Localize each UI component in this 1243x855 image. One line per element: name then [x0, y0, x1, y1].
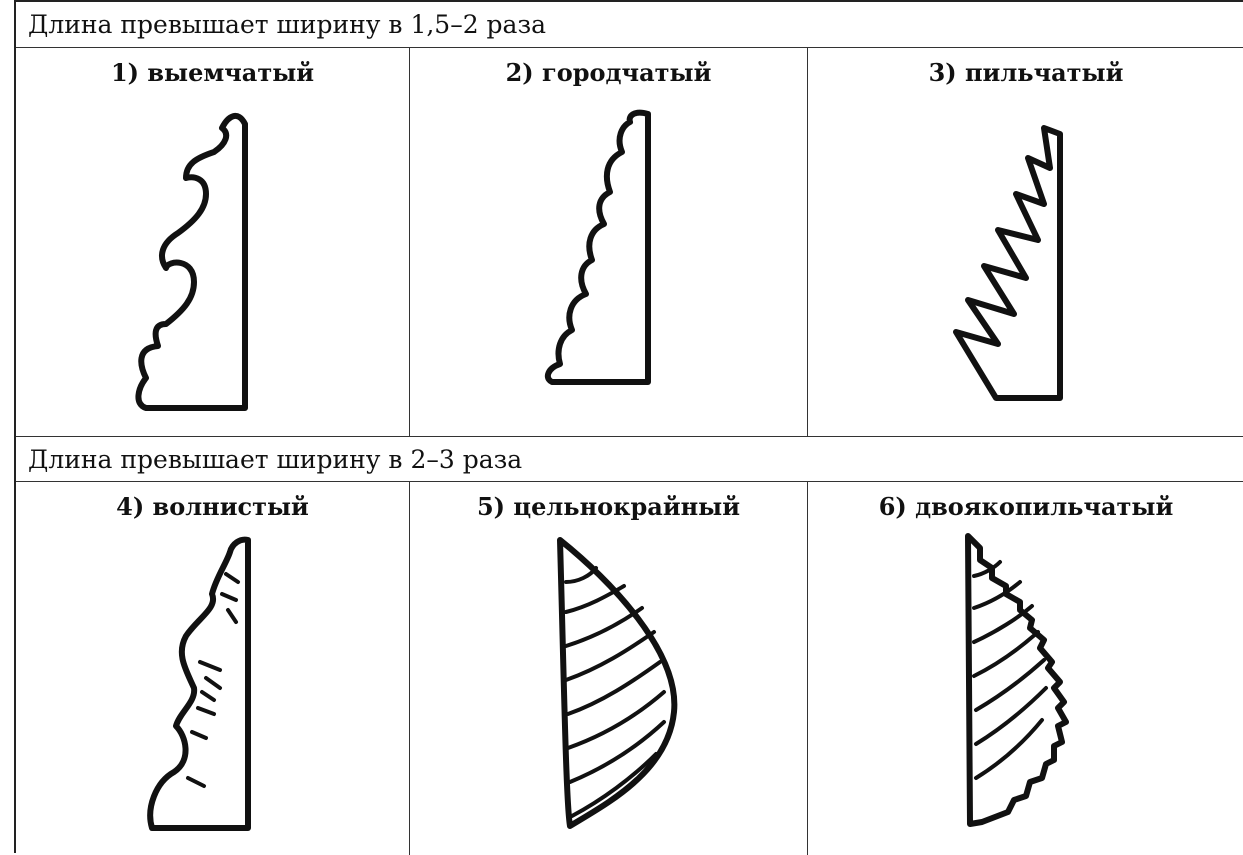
cell-sinuate: 4) волнистый [16, 482, 410, 855]
cell-label-entire: 5) цельнокрайный [476, 492, 741, 521]
leaf-margin-table: Длина превышает ширину в 1,5–2 раза 1) в… [14, 0, 1243, 855]
cell-label-crenate: 2) городчатый [505, 58, 712, 87]
section-heading-1: Длина превышает ширину в 1,5–2 раза [16, 2, 1243, 48]
cell-label-sinuate: 4) волнистый [116, 492, 309, 521]
cell-entire: 5) цельнокрайный [410, 482, 808, 855]
double-serrate-leaf-margin-icon [965, 533, 1069, 827]
emarginate-leaf-margin-icon [135, 112, 248, 411]
cell-label-double-serrate: 6) двоякопильчатый [878, 492, 1174, 521]
cell-label-serrate: 3) пильчатый [928, 58, 1124, 87]
cell-emarginate: 1) выемчатый [16, 48, 410, 436]
cell-double-serrate: 6) двоякопильчатый [808, 482, 1243, 855]
row-2: 4) волнистый 5) цельнокрайный 6) двоякоп… [16, 482, 1243, 855]
row-1: 1) выемчатый 2) городчатый 3) пильчатый [16, 48, 1243, 436]
serrate-leaf-margin-icon [953, 125, 1063, 401]
entire-leaf-margin-icon [557, 537, 678, 829]
cell-crenate: 2) городчатый [410, 48, 808, 436]
cell-label-emarginate: 1) выемчатый [110, 58, 315, 87]
section-heading-2: Длина превышает ширину в 2–3 раза [16, 436, 1243, 482]
crenate-leaf-margin-icon [544, 109, 651, 385]
cell-serrate: 3) пильчатый [808, 48, 1243, 436]
sinuate-leaf-margin-icon [147, 536, 251, 831]
